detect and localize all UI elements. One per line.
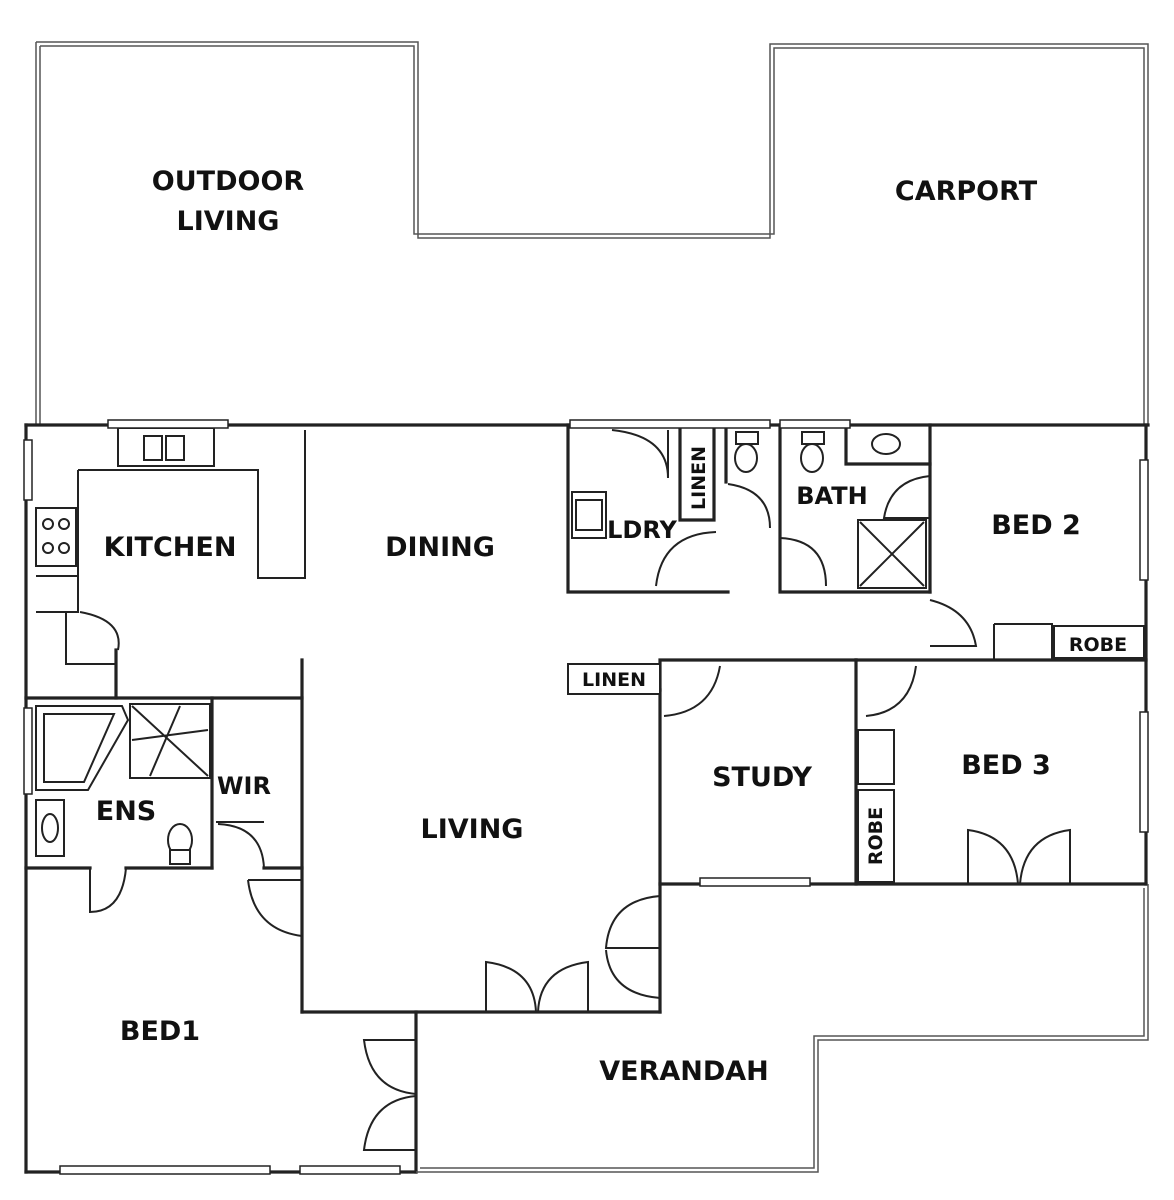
kitchen-walls [35, 427, 306, 700]
outdoor-perimeter [35, 41, 1149, 425]
room-label-study: STUDY [712, 762, 812, 793]
room-label-carport: CARPORT [895, 176, 1038, 207]
room-label-robe-bed2: ROBE [1069, 634, 1127, 656]
room-label-linen-laundry: LINEN [688, 446, 710, 510]
room-label-verandah: VERANDAH [599, 1056, 769, 1087]
verandah-perimeter [416, 884, 1149, 1173]
room-label-bed1: BED1 [120, 1016, 200, 1047]
study-bed3-walls [658, 658, 1149, 887]
room-label-linen-hall: LINEN [582, 669, 646, 691]
room-label-laundry: LDRY [607, 516, 677, 544]
room-label-kitchen: KITCHEN [104, 532, 237, 563]
room-label-outdoor-living-line1: OUTDOOR [152, 166, 305, 197]
wet-area-walls [566, 423, 932, 594]
hall-linen-cupboard [567, 663, 661, 695]
room-label-bed2: BED 2 [991, 510, 1081, 541]
room-label-wir: WIR [217, 772, 271, 800]
room-label-living: LIVING [421, 814, 524, 845]
bed2-walls [854, 459, 1149, 662]
room-label-bath: BATH [796, 482, 867, 510]
room-label-ensuite: ENS [96, 796, 157, 827]
room-label-outdoor-living-line2: LIVING [177, 206, 280, 237]
bed1-door [247, 879, 303, 937]
ensuite-walls [23, 696, 304, 914]
windows [23, 419, 851, 1175]
living-doors [362, 895, 661, 1151]
room-label-robe-bed3: ROBE [865, 807, 887, 865]
room-label-dining: DINING [385, 532, 495, 563]
room-label-bed3: BED 3 [961, 750, 1051, 781]
